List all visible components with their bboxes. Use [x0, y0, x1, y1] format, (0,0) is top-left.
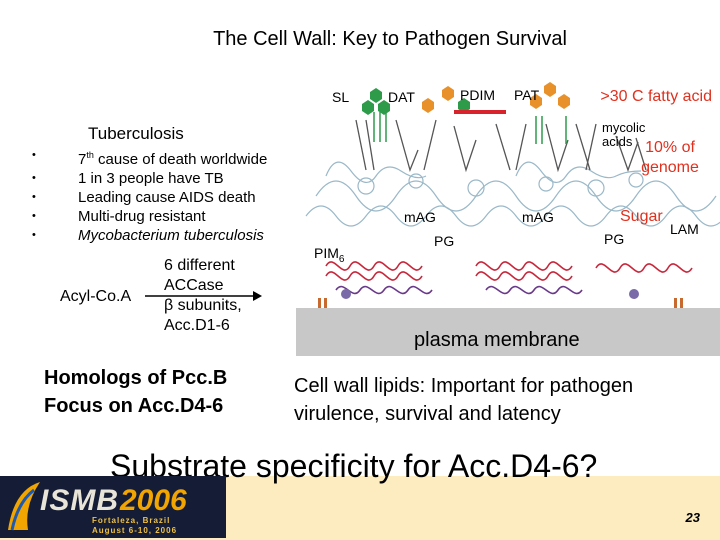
mycolic-label-2: acids	[602, 134, 633, 149]
mag-left-label: mAG	[404, 209, 436, 225]
homologs-line-2: Focus on Acc.D4-6	[44, 395, 224, 417]
bullet-item: 1 in 3 people have TB	[32, 169, 272, 188]
homologs-text: Homologs of Pcc.B Focus on Acc.D4-6	[44, 364, 227, 420]
slide-title: The Cell Wall: Key to Pathogen Survival	[213, 28, 567, 50]
pim-label: PIM6	[314, 245, 345, 265]
bullet-item: 7th cause of death worldwide	[32, 146, 272, 169]
bullet-text: 1 in 3 people have TB	[78, 170, 224, 187]
pdim-bar	[454, 110, 506, 114]
ismb-2006-logo: ISMB 2006 Fortaleza, Brazil August 6-10,…	[0, 476, 226, 538]
tuberculosis-heading: Tuberculosis	[88, 124, 184, 143]
plasma-membrane	[296, 308, 720, 356]
tb-bullet-list: 7th cause of death worldwide 1 in 3 peop…	[32, 146, 272, 245]
genome-line-2: genome	[641, 159, 699, 176]
page-number: 23	[685, 510, 700, 525]
arabinogalactan-network	[305, 161, 720, 227]
peptidoglycan-coils	[325, 261, 693, 281]
subunits-line-2: ACCase	[164, 277, 224, 294]
logo-date-text: August 6-10, 2006	[92, 526, 178, 535]
logo-location-text: Fortaleza, Brazil	[92, 516, 171, 525]
bullet-text: Multi-drug resistant	[78, 208, 206, 225]
sugar-annotation: Sugar	[620, 208, 663, 225]
sail-icon	[8, 482, 40, 531]
sl-label: SL	[332, 89, 349, 105]
homologs-line-1: Homologs of Pcc.B	[44, 367, 228, 389]
orange-hexagons	[422, 82, 570, 113]
logo-year-text: 2006	[120, 484, 187, 517]
subunits-line-1: 6 different	[164, 257, 235, 274]
bullet-text: Leading cause AIDS death	[78, 189, 256, 206]
mag-right-label: mAG	[522, 209, 554, 225]
subunits-line-4: Acc.D1-6	[164, 317, 230, 334]
pg-right-label: PG	[604, 231, 624, 247]
pdim-label: PDIM	[460, 87, 495, 103]
lipids-line-1: Cell wall lipids: Important for pathogen	[294, 375, 634, 397]
cell-wall-lipids-text: Cell wall lipids: Important for pathogen…	[294, 372, 633, 428]
fatty-acid-annotation: >30 C fatty acid	[600, 88, 712, 105]
bullet-item: Multi-drug resistant	[32, 207, 272, 226]
genome-annotation: 10% of genome	[630, 138, 710, 178]
logo-main-text: ISMB	[40, 484, 119, 517]
green-hexagons	[362, 88, 470, 115]
dat-label: DAT	[388, 89, 415, 105]
lam-label: LAM	[670, 221, 699, 237]
right-arrow-icon	[145, 291, 262, 301]
cell-wall-diagram: SL DAT PDIM PAT mycolic acids mAG mAG PG…	[296, 82, 720, 356]
lipid-tails	[373, 112, 567, 144]
membrane-label: plasma membrane	[414, 329, 580, 351]
subunits-line-3: β subunits,	[164, 297, 242, 314]
mycolic-acid-chains	[355, 119, 647, 173]
acyl-coa-label: Acyl-Co.A	[60, 288, 132, 305]
pg-left-label: PG	[434, 233, 454, 249]
lipids-line-2: virulence, survival and latency	[294, 403, 561, 425]
pat-label: PAT	[514, 87, 540, 103]
accase-subunits-text: 6 different ACCase β subunits, Acc.D1-6	[164, 256, 242, 336]
mycolic-label-1: mycolic	[602, 120, 646, 135]
purple-coils	[335, 285, 583, 295]
bullet-text: 7th cause of death worldwide	[78, 150, 268, 168]
bullet-item: Mycobacterium tuberculosis	[32, 226, 272, 245]
bullet-item: Leading cause AIDS death	[32, 188, 272, 207]
genome-line-1: 10% of	[645, 139, 695, 156]
bullet-text: Mycobacterium tuberculosis	[78, 227, 264, 244]
